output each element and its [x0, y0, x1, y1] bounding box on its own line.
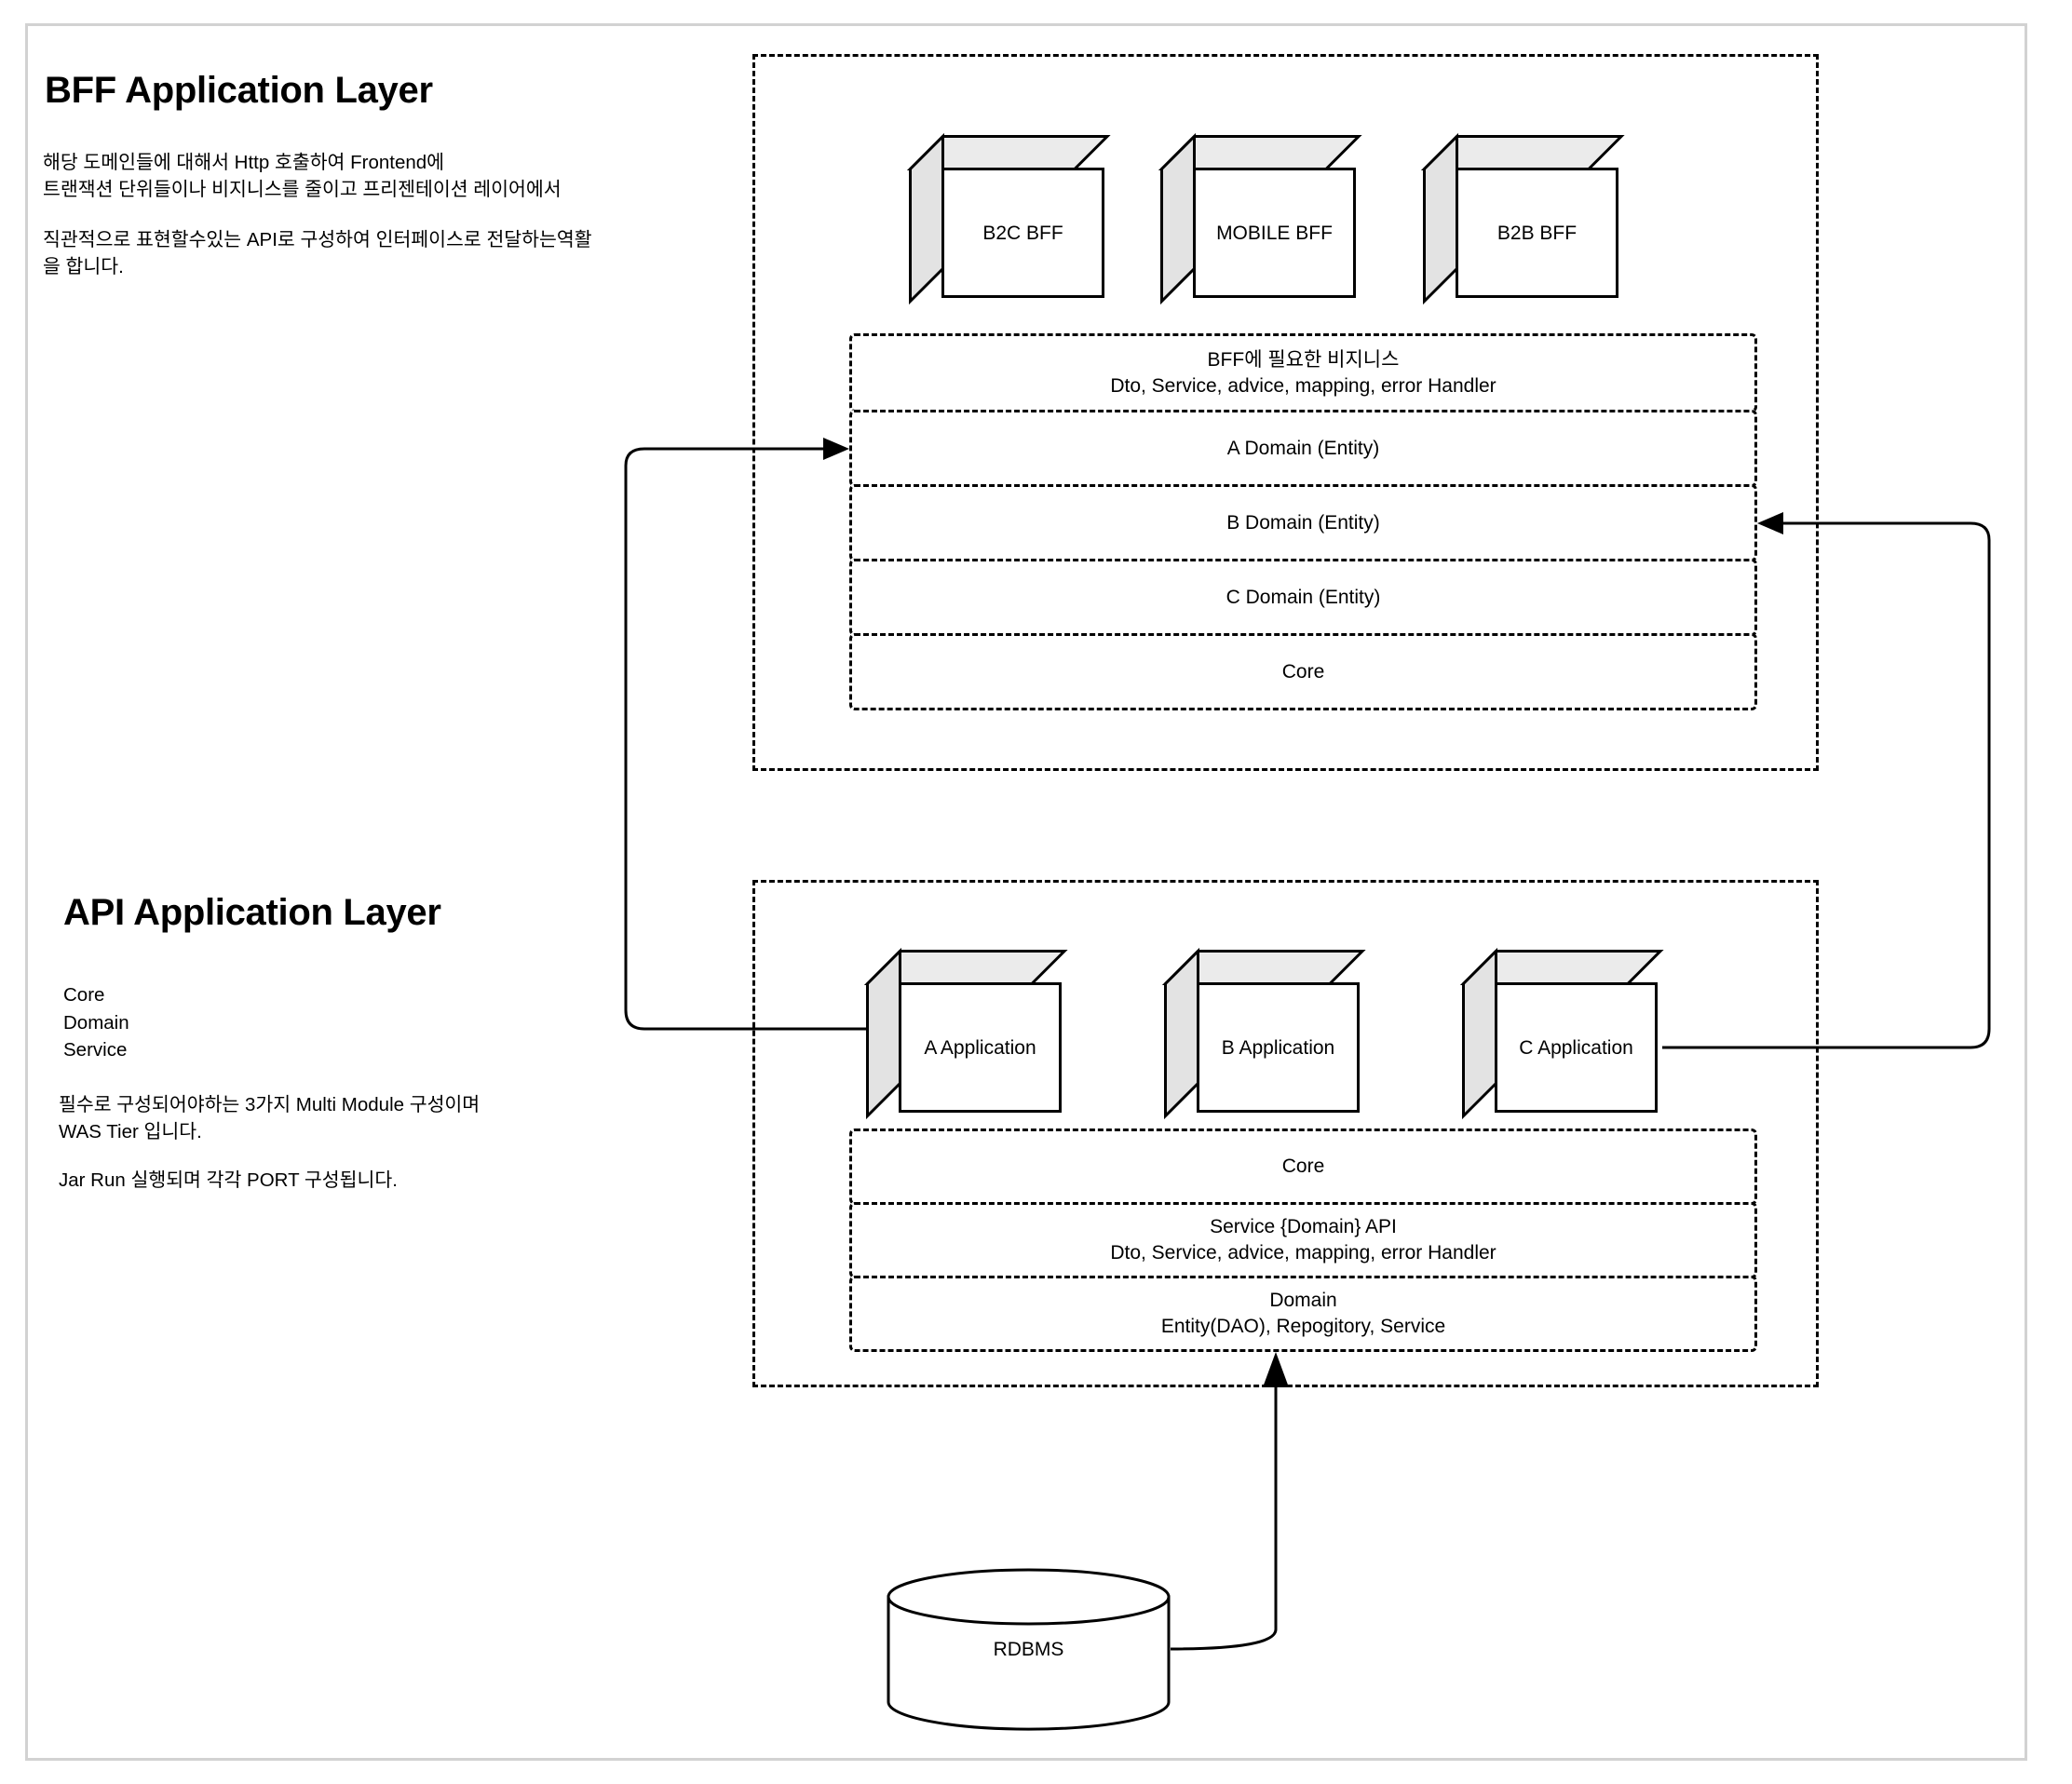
node-label-line-1: A: [924, 1036, 937, 1059]
stack-row-service-domain-api[interactable]: Service {Domain} API Dto, Service, advic…: [849, 1202, 1757, 1278]
stack-row-line-1: Core: [1281, 1156, 1325, 1177]
bff-module-stack: BFF에 필요한 비지니스 Dto, Service, advice, mapp…: [849, 333, 1757, 710]
stack-row-line-2: Dto, Service, advice, mapping, error Han…: [1110, 1242, 1496, 1264]
stack-row-line-1: Service {Domain} API: [1210, 1216, 1397, 1237]
api-module-list: Core Domain Service: [63, 984, 129, 1061]
stack-row-line-2: Dto, Service, advice, mapping, error Han…: [1110, 374, 1496, 397]
stack-row-line-1: Domain: [1269, 1290, 1337, 1311]
node-label-line-2: Application: [1239, 1036, 1335, 1059]
cube-3d-shape: [1459, 947, 1664, 1120]
node-label: B2B BFF: [1456, 168, 1618, 298]
database-cylinder-icon: [887, 1568, 1171, 1731]
node-label-line-2: Application: [1537, 1036, 1633, 1059]
stack-row-line-1: B Domain (Entity): [1226, 511, 1380, 534]
cube-3d-shape: [1161, 947, 1366, 1120]
stack-row-domain[interactable]: Domain Entity(DAO), Repogitory, Service: [849, 1276, 1757, 1352]
bff-description-paragraph-1: 해당 도메인들에 대해서 Http 호출하여 Frontend에 트랜잭션 단위…: [43, 152, 562, 200]
stack-row-b-domain[interactable]: B Domain (Entity): [849, 484, 1757, 561]
node-label: MOBILE BFF: [1193, 168, 1356, 298]
stack-row-api-core[interactable]: Core: [849, 1129, 1757, 1205]
stack-row-line-1: BFF에 필요한 비지니스: [1207, 348, 1400, 371]
node-label: RDBMS: [993, 1638, 1064, 1660]
node-label: C Application: [1495, 982, 1658, 1113]
stack-row-line-2: Entity(DAO), Repogitory, Service: [1160, 1316, 1446, 1337]
api-module-stack: Core Service {Domain} API Dto, Service, …: [849, 1129, 1757, 1352]
stack-row-line-1: A Domain (Entity): [1226, 437, 1380, 459]
node-label-line-1: B: [1221, 1036, 1235, 1059]
stack-row-c-domain[interactable]: C Domain (Entity): [849, 559, 1757, 636]
stack-row-a-domain[interactable]: A Domain (Entity): [849, 410, 1757, 487]
api-description-paragraph-2: Jar Run 실행되며 각각 PORT 구성됩니다.: [59, 1169, 398, 1191]
cube-3d-shape: [1420, 132, 1625, 305]
node-label: A Application: [899, 982, 1062, 1113]
stack-row-line-1: C Domain (Entity): [1226, 586, 1381, 608]
cube-3d-shape: [906, 132, 1111, 305]
node-label: B2C BFF: [941, 168, 1104, 298]
bff-description-paragraph-2: 직관적으로 표현할수있는 API로 구성하여 인터페이스로 전달하는역활 을 합…: [43, 229, 592, 277]
api-section-title: API Application Layer: [63, 892, 441, 933]
node-label-line-1: C: [1519, 1036, 1534, 1059]
stack-row-line-1: Core: [1281, 660, 1325, 683]
node-rdbms[interactable]: RDBMS: [887, 1568, 1171, 1731]
node-label: B Application: [1197, 982, 1360, 1113]
bff-layer-container: [752, 54, 1819, 771]
stack-row-bff-business[interactable]: BFF에 필요한 비지니스 Dto, Service, advice, mapp…: [849, 333, 1757, 412]
api-description-paragraph-1: 필수로 구성되어야하는 3가지 Multi Module 구성이며 WAS Ti…: [59, 1094, 481, 1142]
bff-section-title: BFF Application Layer: [45, 70, 433, 111]
node-label-line-2: Application: [940, 1036, 1036, 1059]
stack-row-bff-core[interactable]: Core: [849, 633, 1757, 710]
